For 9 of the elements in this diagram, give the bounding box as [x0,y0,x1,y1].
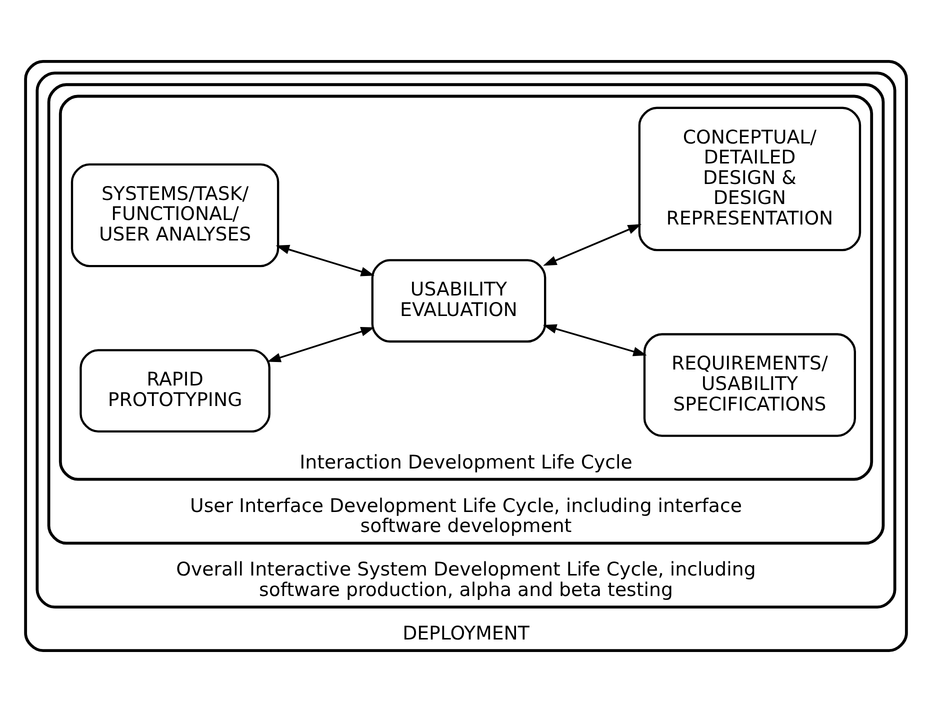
arrow [267,326,375,362]
arrow [542,324,647,356]
node-box: RAPID PROTOTYPING [80,348,270,432]
arrow [543,224,642,266]
node-box: CONCEPTUAL/ DETAILED DESIGN & DESIGN REPRESENTATION [638,106,862,251]
node-box: SYSTEMS/TASK/ FUNCTIONAL/ USER ANALYSES [70,162,280,267]
node-box: USABILITY EVALUATION [371,258,546,342]
arrow [276,244,375,276]
node-box: REQUIREMENTS/ USABILITY SPECIFICATIONS [643,332,856,436]
